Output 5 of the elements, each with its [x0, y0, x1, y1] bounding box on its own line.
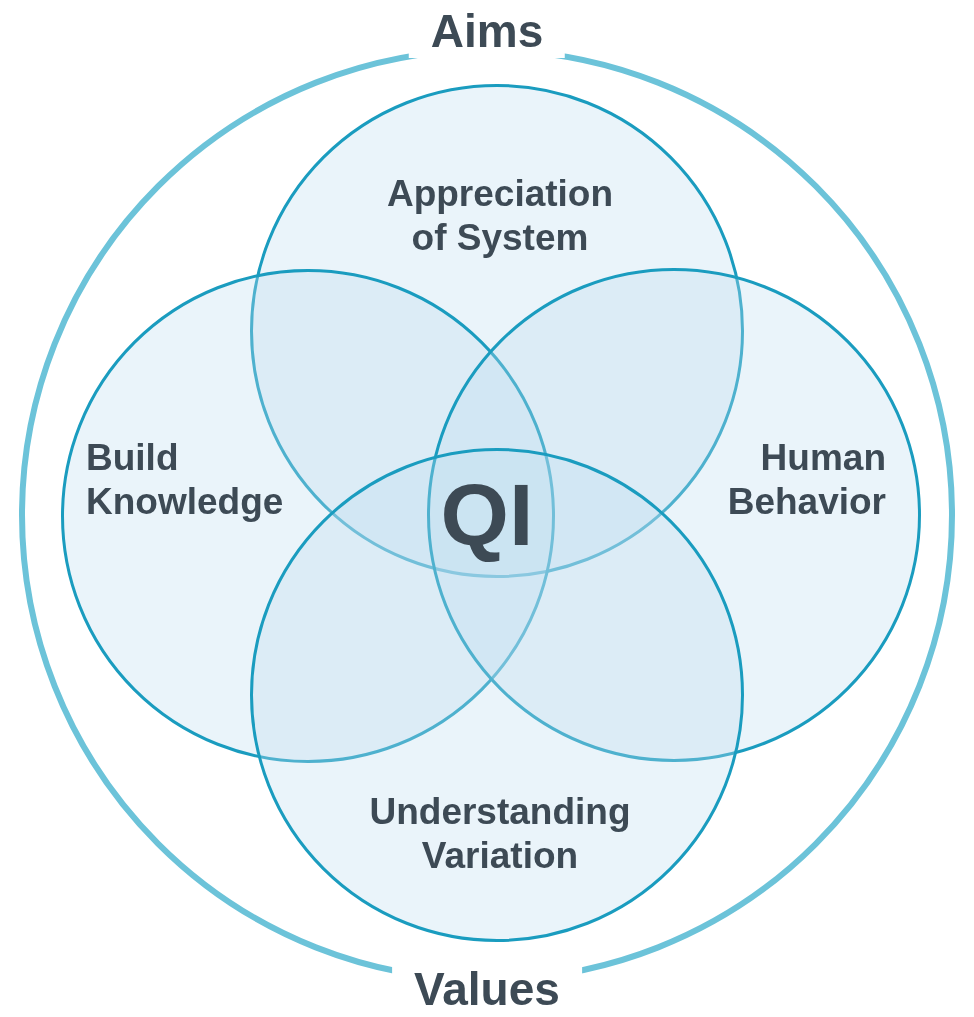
circle-label: Human Behavior	[726, 436, 886, 524]
circle-label: Understanding Variation	[368, 790, 632, 878]
center-label: QI	[440, 470, 534, 560]
circle-label: Appreciation of System	[385, 172, 615, 260]
circle-label: Build Knowledge	[86, 436, 285, 524]
